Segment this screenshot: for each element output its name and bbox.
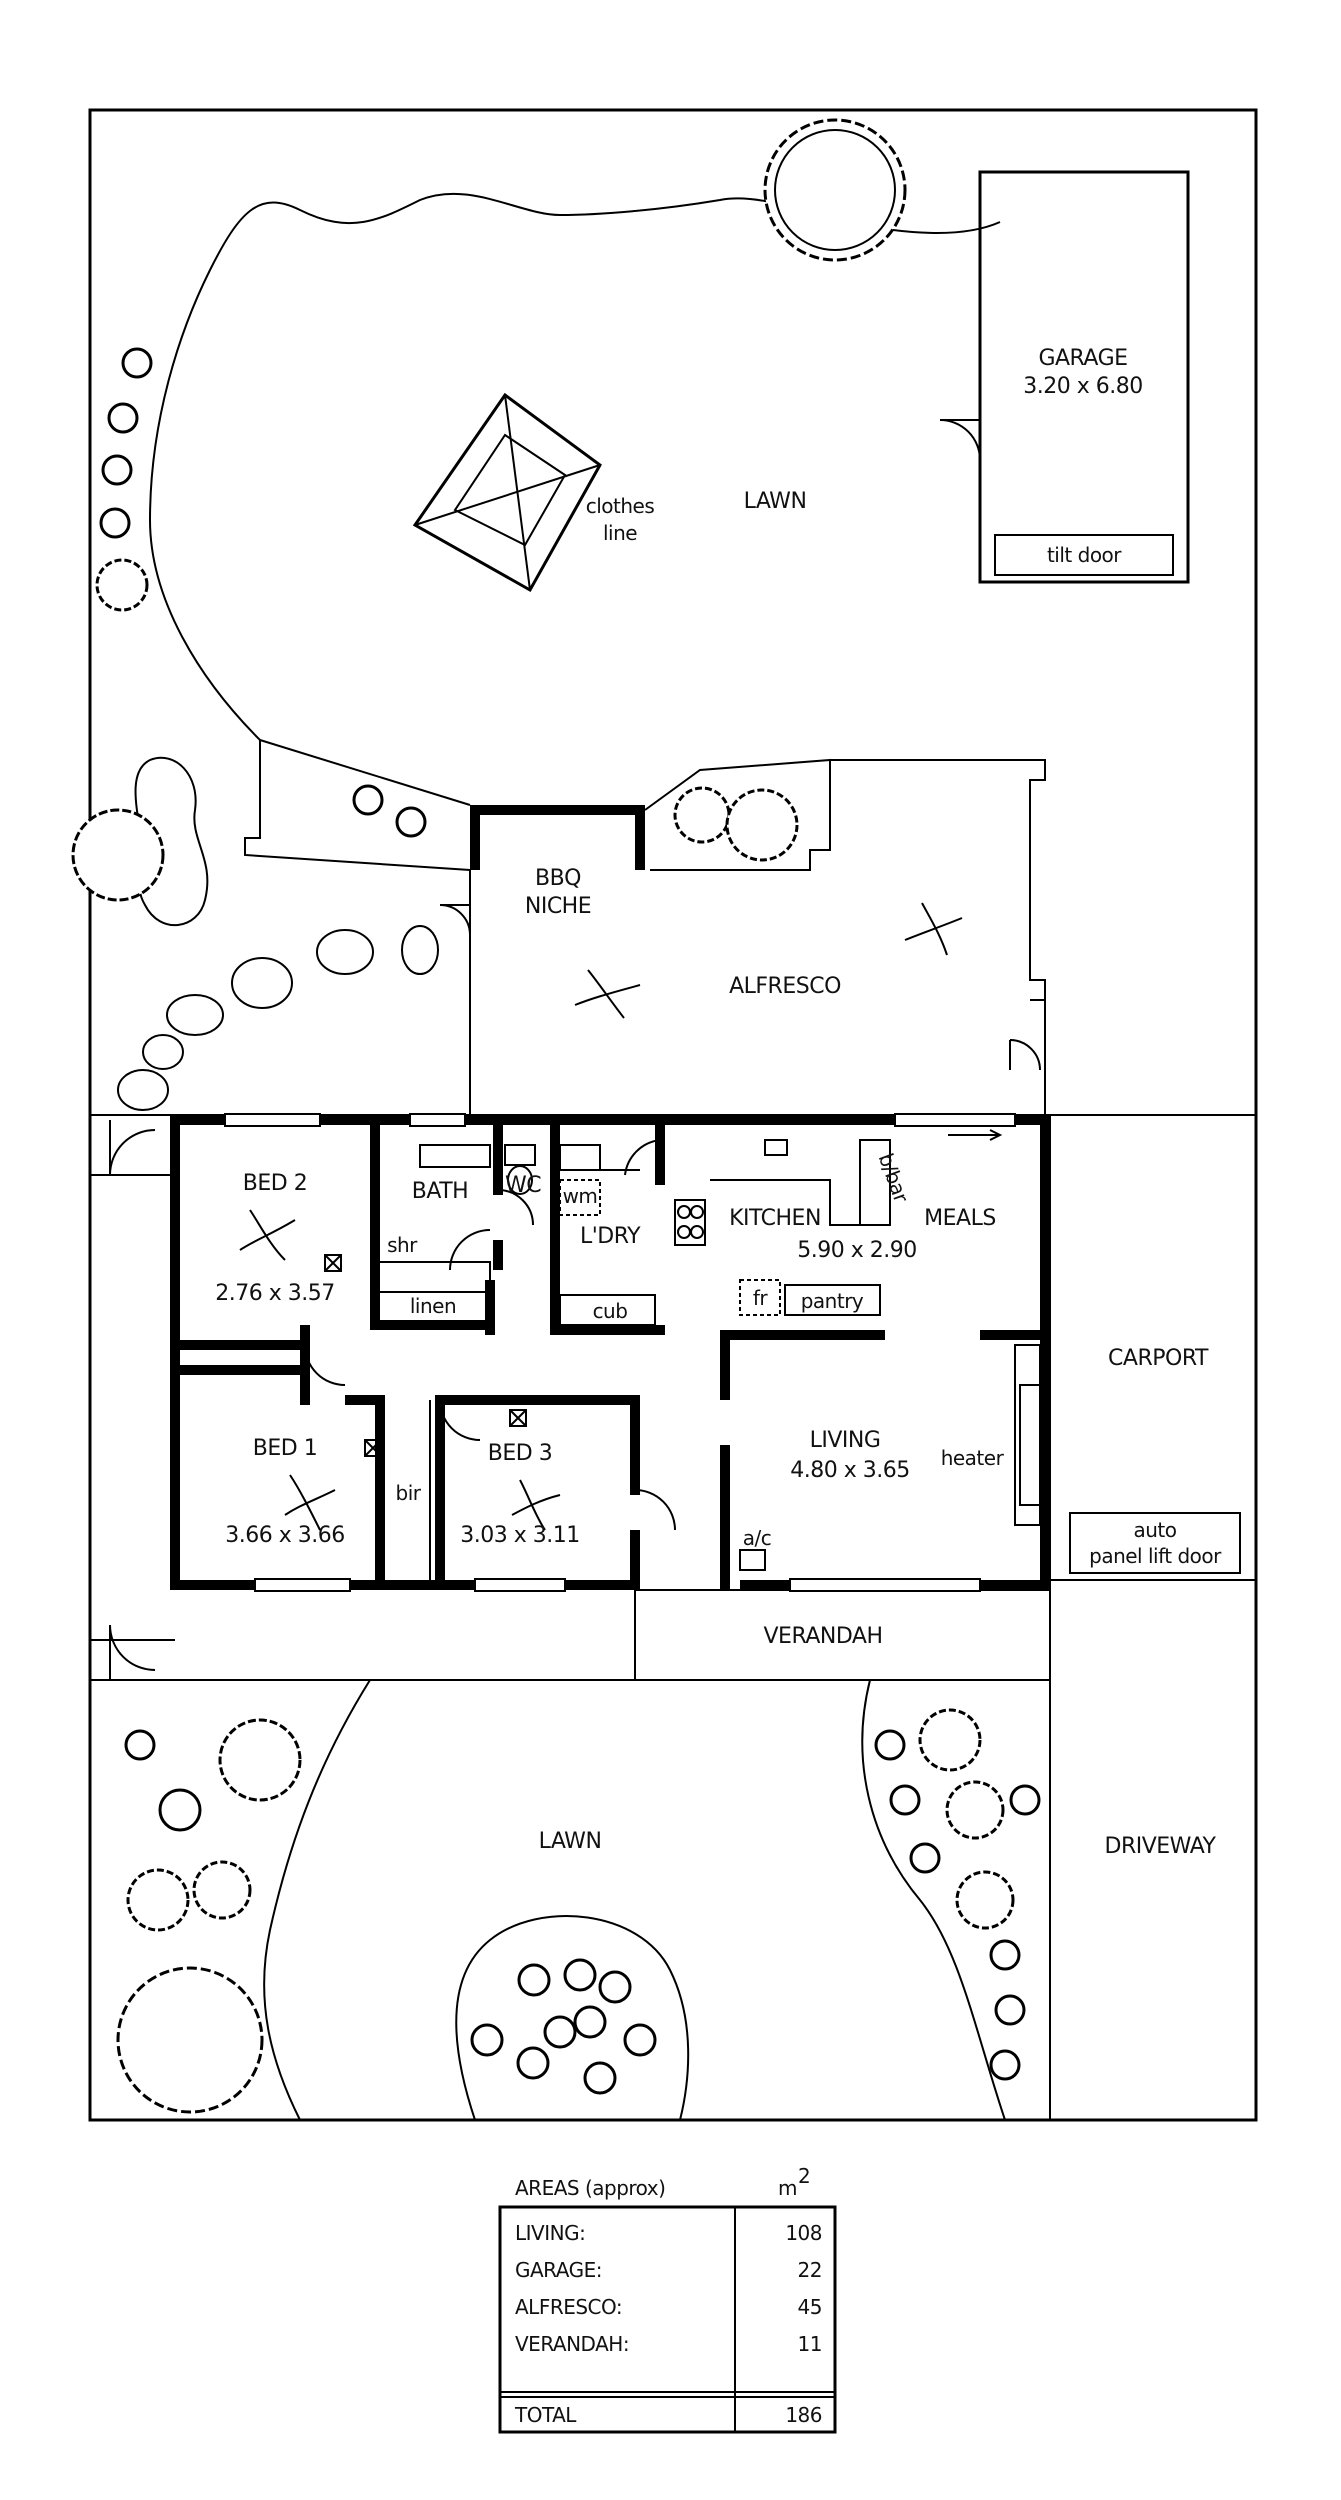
- doors: [90, 1120, 676, 1680]
- fr-label: fr: [753, 1286, 769, 1310]
- garage: [978, 170, 1190, 584]
- ldry-label: L'DRY: [580, 1224, 641, 1249]
- areas-row-label-1: LIVING:: [515, 2221, 585, 2245]
- wm-label: wm: [563, 1184, 598, 1208]
- garage-label: GARAGE: [1038, 346, 1127, 371]
- bed1-label: BED 1: [253, 1436, 317, 1461]
- garage-side-door: [939, 419, 981, 461]
- clothes-line-symbol: [412, 392, 602, 593]
- ac-label: a/c: [743, 1526, 772, 1550]
- bbq-label-2: NICHE: [525, 894, 591, 919]
- living-size: 4.80 x 3.65: [790, 1458, 909, 1483]
- areas-unit-sup: 2: [798, 2164, 810, 2188]
- bed2-label: BED 2: [243, 1171, 307, 1196]
- areas-table: AREAS (approx) m 2 LIVING: 108 GARAGE: 2…: [498, 2164, 837, 2434]
- clothes-line-label-1: clothes: [586, 494, 655, 518]
- carport-label: CARPORT: [1108, 1346, 1209, 1371]
- shr-label: shr: [387, 1233, 418, 1257]
- rear-lawn-shrubs: [95, 347, 153, 612]
- carport-door: [1069, 1512, 1241, 1574]
- rear-lawn-border: [148, 192, 1001, 741]
- bbq-label-1: BBQ: [535, 866, 581, 891]
- areas-unit: m: [778, 2176, 797, 2200]
- bed1-size: 3.66 x 3.66: [225, 1523, 344, 1548]
- front-lawn-trees: [116, 1708, 1041, 2114]
- areas-heading: AREAS (approx): [515, 2176, 665, 2200]
- garage-tilt-door: [994, 534, 1174, 576]
- heater-label: heater: [941, 1446, 1005, 1470]
- areas-row-value-4: 11: [798, 2332, 822, 2356]
- left-tree: [71, 808, 165, 902]
- meals-label: MEALS: [924, 1206, 996, 1231]
- areas-row-label-4: VERANDAH:: [515, 2332, 629, 2356]
- bed2-size: 2.76 x 3.57: [215, 1281, 334, 1306]
- windows: [224, 1113, 1016, 1592]
- bed3-size: 3.03 x 3.11: [460, 1523, 579, 1548]
- bbq-niche: [439, 805, 645, 936]
- smoke-detectors: [324, 1254, 527, 1457]
- kitchen-label: KITCHEN: [729, 1206, 821, 1231]
- garage-door-label: tilt door: [1047, 543, 1122, 567]
- verandah-label: VERANDAH: [764, 1624, 883, 1649]
- rear-tree-large: [763, 118, 907, 262]
- alfresco-fan-1: [574, 969, 641, 1019]
- clothes-line-label-2: line: [603, 521, 637, 545]
- areas-row-label-2: GARAGE:: [515, 2258, 602, 2282]
- alfresco-fan-2: [904, 902, 963, 956]
- bbar-label: b/bar: [874, 1150, 914, 1206]
- rear-lawn-label: LAWN: [744, 489, 807, 514]
- bedroom-fans: [239, 1169, 640, 1531]
- bath-label: BATH: [412, 1179, 468, 1204]
- wc-label: WC: [505, 1173, 541, 1198]
- kitchen-meals-size: 5.90 x 2.90: [797, 1238, 916, 1263]
- areas-row-label-3: ALFRESCO:: [515, 2295, 622, 2319]
- alfresco-label: ALFRESCO: [729, 974, 841, 999]
- carport-door-label-1: auto: [1133, 1518, 1176, 1542]
- bir-label: bir: [396, 1481, 422, 1505]
- areas-row-value-1: 108: [785, 2221, 822, 2245]
- cub-label: cub: [593, 1299, 628, 1323]
- front-right-garden-border: [861, 1679, 1006, 2121]
- areas-total-label: TOTAL: [514, 2403, 577, 2427]
- linen-label: linen: [410, 1294, 456, 1318]
- carport-door-label-2: panel lift door: [1089, 1544, 1222, 1568]
- areas-row-value-2: 22: [798, 2258, 822, 2282]
- driveway-label: DRIVEWAY: [1105, 1834, 1217, 1859]
- living-label: LIVING: [810, 1428, 881, 1453]
- alfresco-shrubs: [352, 784, 799, 862]
- areas-row-value-3: 45: [798, 2295, 822, 2319]
- fixtures: [374, 1129, 1041, 1571]
- front-left-garden-border: [263, 1679, 371, 2121]
- bed3-label: BED 3: [488, 1441, 552, 1466]
- pantry-label: pantry: [801, 1289, 864, 1313]
- stepping-stones: [117, 925, 439, 1111]
- areas-total-value: 186: [785, 2403, 822, 2427]
- alfresco-outline: [244, 739, 1046, 1115]
- front-centre-garden-bed: [455, 1915, 690, 2121]
- front-lawn-label: LAWN: [539, 1829, 602, 1854]
- garage-size: 3.20 x 6.80: [1023, 374, 1142, 399]
